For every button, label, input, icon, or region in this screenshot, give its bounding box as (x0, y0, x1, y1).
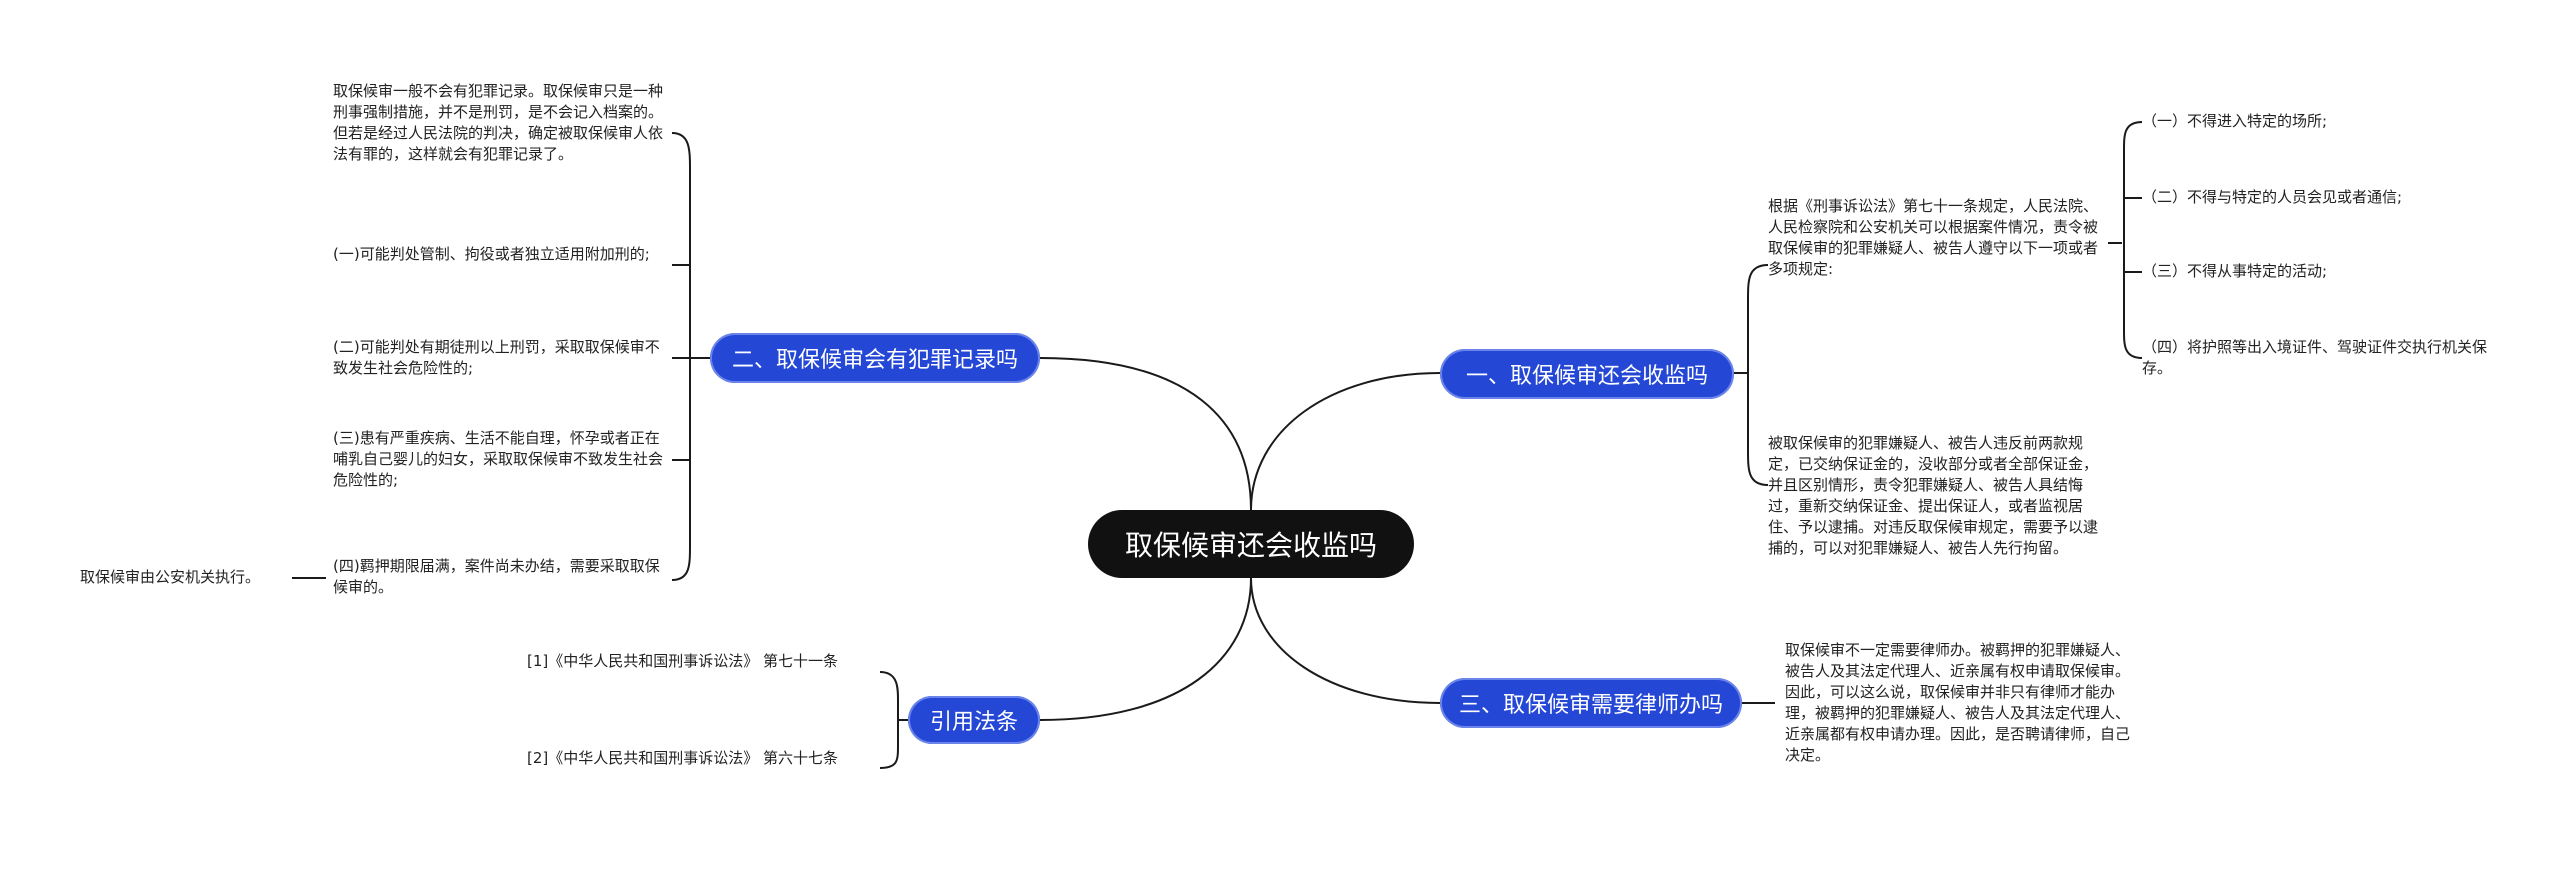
topic-b1-label: 一、取保候审还会收监吗 (1465, 364, 1708, 389)
b2-item-2: (一)可能判处管制、拘役或者独立适用附加刑的; (333, 245, 650, 263)
topic-b4-label: 引用法条 (929, 710, 1018, 735)
link-central-b3 (1250, 577, 1441, 704)
b1-item-2: （二）不得与特定的人员会见或者通信; (2142, 188, 2403, 206)
central-topic: 取保候审还会收监吗 (1088, 510, 1414, 578)
bracket-b1 (1747, 264, 1769, 486)
link-central-b1 (1250, 372, 1441, 511)
b1-note: 被取保候审的犯罪嫌疑人、被告人违反前两款规定，已交纳保证金的，没收部分或者全部保… (1768, 434, 2099, 557)
topic-b2-label: 二、取保候审会有犯罪记录吗 (731, 348, 1018, 373)
bracket-b2 (671, 132, 691, 581)
b2-item-1: 取保候审一般不会有犯罪记录。取保候审只是一种刑事强制措施，并不是刑罚，是不会记入… (333, 82, 664, 163)
link-central-b4 (1039, 577, 1252, 721)
b1-intro: 根据《刑事诉讼法》第七十一条规定，人民法院、人民检察院和公安机关可以根据案件情况… (1768, 197, 2099, 278)
b2-sub: 取保候审由公安机关执行。 (80, 568, 261, 586)
b3-text: 取保候审不一定需要律师办。被羁押的犯罪嫌疑人、被告人及其法定代理人、近亲属有权申… (1785, 641, 2131, 764)
b1-item-3: （三）不得从事特定的活动; (2142, 262, 2328, 280)
bracket-b1-items (2123, 121, 2143, 359)
topic-b1: 一、取保候审还会收监吗 (1440, 349, 1734, 399)
b2-item-5: (四)羁押期限届满，案件尚未办结，需要采取取保候审的。 (333, 557, 660, 596)
b2-item-4: (三)患有严重疾病、生活不能自理，怀孕或者正在哺乳自己婴儿的妇女，采取取保候审不… (333, 429, 664, 489)
topic-b3: 三、取保候审需要律师办吗 (1440, 678, 1742, 728)
bracket-b4 (879, 671, 899, 769)
topic-b3-label: 三、取保候审需要律师办吗 (1458, 693, 1723, 718)
b1-item-4: （四）将护照等出入境证件、驾驶证件交执行机关保存。 (2142, 338, 2488, 377)
b4-item-2: [2]《中华人民共和国刑事诉讼法》 第六十七条 (527, 749, 839, 767)
topic-b2: 二、取保候审会有犯罪记录吗 (710, 333, 1040, 383)
b1-item-1: （一）不得进入特定的场所; (2142, 112, 2328, 130)
topic-b4: 引用法条 (908, 696, 1040, 744)
b2-item-3: (二)可能判处有期徒刑以上刑罚，采取取保候审不致发生社会危险性的; (333, 338, 660, 377)
b4-item-1: [1]《中华人民共和国刑事诉讼法》 第七十一条 (527, 652, 839, 670)
link-central-b2 (1039, 357, 1252, 511)
